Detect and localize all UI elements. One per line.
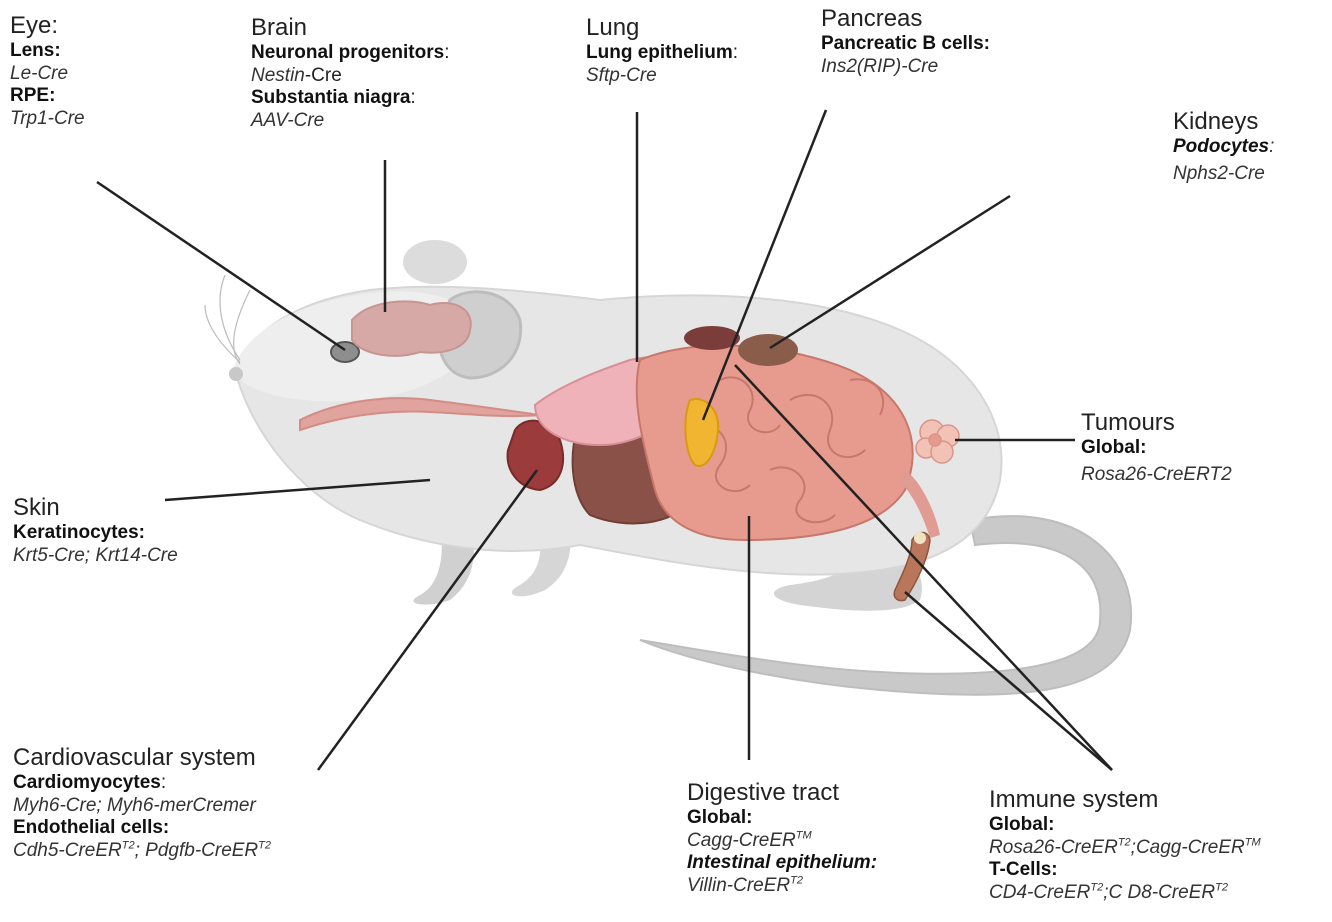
- cardio-endothelial-cre: Cdh5-CreERT2; Pdgfb-CreERT2: [13, 840, 271, 862]
- eye-lens-cre: Le-Cre: [10, 63, 85, 85]
- eye-title: Eye:: [10, 12, 85, 40]
- lung-label-group: Lung Lung epithelium: Sftp-Cre: [586, 14, 738, 87]
- kidneys-podocytes-label: Podocytes: [1173, 136, 1269, 157]
- brain-sn-label: Substantia niagra: [251, 87, 410, 108]
- immune-tcells-cre: CD4-CreERT2;C D8-CreERT2: [989, 882, 1261, 904]
- cardio-cardiomyocytes-label: Cardiomyocytes: [13, 772, 161, 793]
- cardio-label-group: Cardiovascular system Cardiomyocytes: My…: [13, 744, 271, 862]
- immune-global-cre: Rosa26-CreERT2;Cagg-CreERTM: [989, 837, 1261, 859]
- rosa26-cre-sup: T2: [1118, 836, 1131, 848]
- brain-sn-colon: :: [410, 87, 415, 108]
- bone-head: [914, 532, 926, 544]
- cardio-endothelial-label: Endothelial cells:: [13, 817, 271, 839]
- digestive-title: Digestive tract: [687, 779, 877, 807]
- cd4-cre: CD4-CreER: [989, 882, 1090, 903]
- kidneys-label-group: Kidneys Podocytes: Nphs2-Cre: [1173, 108, 1274, 185]
- lung-title: Lung: [586, 14, 738, 42]
- mouse-ear-back: [403, 240, 467, 284]
- villin-cre-sup: T2: [790, 874, 803, 886]
- cardio-title: Cardiovascular system: [13, 744, 271, 772]
- digestive-ie-cre: Villin-CreERT2: [687, 875, 877, 897]
- mouse-eye: [331, 342, 359, 362]
- immune-cagg-cre: ;Cagg-CreER: [1131, 837, 1245, 858]
- tumours-label-group: Tumours Global: Rosa26-CreERT2: [1081, 409, 1232, 486]
- skin-cre: Krt5-Cre; Krt14-Cre: [13, 545, 178, 567]
- pancreas-title: Pancreas: [821, 5, 990, 33]
- kidneys-podocytes-colon: :: [1269, 136, 1274, 157]
- digestive-global-label: Global:: [687, 807, 877, 829]
- kidney-organ: [738, 334, 798, 366]
- digestive-ie-label: Intestinal epithelium:: [687, 852, 877, 874]
- immune-tcells-label: T-Cells:: [989, 859, 1261, 881]
- pancreas-b-cells-label: Pancreatic B cells:: [821, 33, 990, 55]
- brain-np-cre-gene: Nestin: [251, 65, 305, 86]
- brain-sn-cre: AAV-Cre: [251, 110, 449, 132]
- lung-epithelium-label: Lung epithelium: [586, 42, 733, 63]
- rosa26-cre: Rosa26-CreER: [989, 837, 1118, 858]
- tumours-title: Tumours: [1081, 409, 1232, 437]
- lung-epithelium-colon: :: [733, 42, 738, 63]
- cardio-cardiomyocytes-cre: Myh6-Cre; Myh6-merCremer: [13, 795, 271, 817]
- kidneys-title: Kidneys: [1173, 108, 1274, 136]
- cagg-cre: Cagg-CreER: [687, 830, 796, 851]
- eye-rpe-cre: Trp1-Cre: [10, 108, 85, 130]
- brain-title: Brain: [251, 14, 449, 42]
- lung-cre: Sftp-Cre: [586, 65, 738, 87]
- immune-title: Immune system: [989, 786, 1261, 814]
- tumour-cluster: [916, 420, 959, 463]
- skin-label-group: Skin Keratinocytes: Krt5-Cre; Krt14-Cre: [13, 494, 178, 567]
- kidneys-cre: Nphs2-Cre: [1173, 163, 1274, 185]
- brain-np-colon: :: [444, 42, 449, 63]
- tumours-global-label: Global:: [1081, 437, 1232, 459]
- cd8-cre-sup: T2: [1215, 881, 1228, 893]
- immune-global-label: Global:: [989, 814, 1261, 836]
- cd8-cre: ;C D8-CreER: [1103, 882, 1215, 903]
- cagg-cre-sup: TM: [796, 829, 812, 841]
- mouse-nose: [229, 367, 243, 381]
- cdh5-cre-sup: T2: [122, 839, 135, 851]
- immune-label-group: Immune system Global: Rosa26-CreERT2;Cag…: [989, 786, 1261, 904]
- pdgfb-cre: ; Pdgfb-CreER: [135, 840, 259, 861]
- pancreas-cre: Ins2(RIP)-Cre: [821, 56, 990, 78]
- pdgfb-cre-sup: T2: [258, 839, 271, 851]
- cd4-cre-sup: T2: [1090, 881, 1103, 893]
- digestive-label-group: Digestive tract Global: Cagg-CreERTM Int…: [687, 779, 877, 897]
- eye-rpe-label: RPE:: [10, 85, 85, 107]
- brain-label-group: Brain Neuronal progenitors: Nestin-Cre S…: [251, 14, 449, 132]
- eye-lens-label: Lens:: [10, 40, 85, 62]
- cdh5-cre: Cdh5-CreER: [13, 840, 122, 861]
- eye-label-group: Eye: Lens: Le-Cre RPE: Trp1-Cre: [10, 12, 85, 130]
- brain-np-label: Neuronal progenitors: [251, 42, 444, 63]
- cardio-cardiomyocytes-colon: :: [161, 772, 166, 793]
- villin-cre: Villin-CreER: [687, 875, 790, 896]
- skin-keratinocytes-label: Keratinocytes:: [13, 522, 178, 544]
- brain-organ: [352, 301, 471, 355]
- digestive-global-cre: Cagg-CreERTM: [687, 830, 877, 852]
- immune-cagg-cre-sup: TM: [1245, 836, 1261, 848]
- brain-np-cre-suffix: -Cre: [305, 65, 342, 86]
- pancreas-label-group: Pancreas Pancreatic B cells: Ins2(RIP)-C…: [821, 5, 990, 78]
- tumours-cre: Rosa26-CreERT2: [1081, 464, 1232, 486]
- skin-title: Skin: [13, 494, 178, 522]
